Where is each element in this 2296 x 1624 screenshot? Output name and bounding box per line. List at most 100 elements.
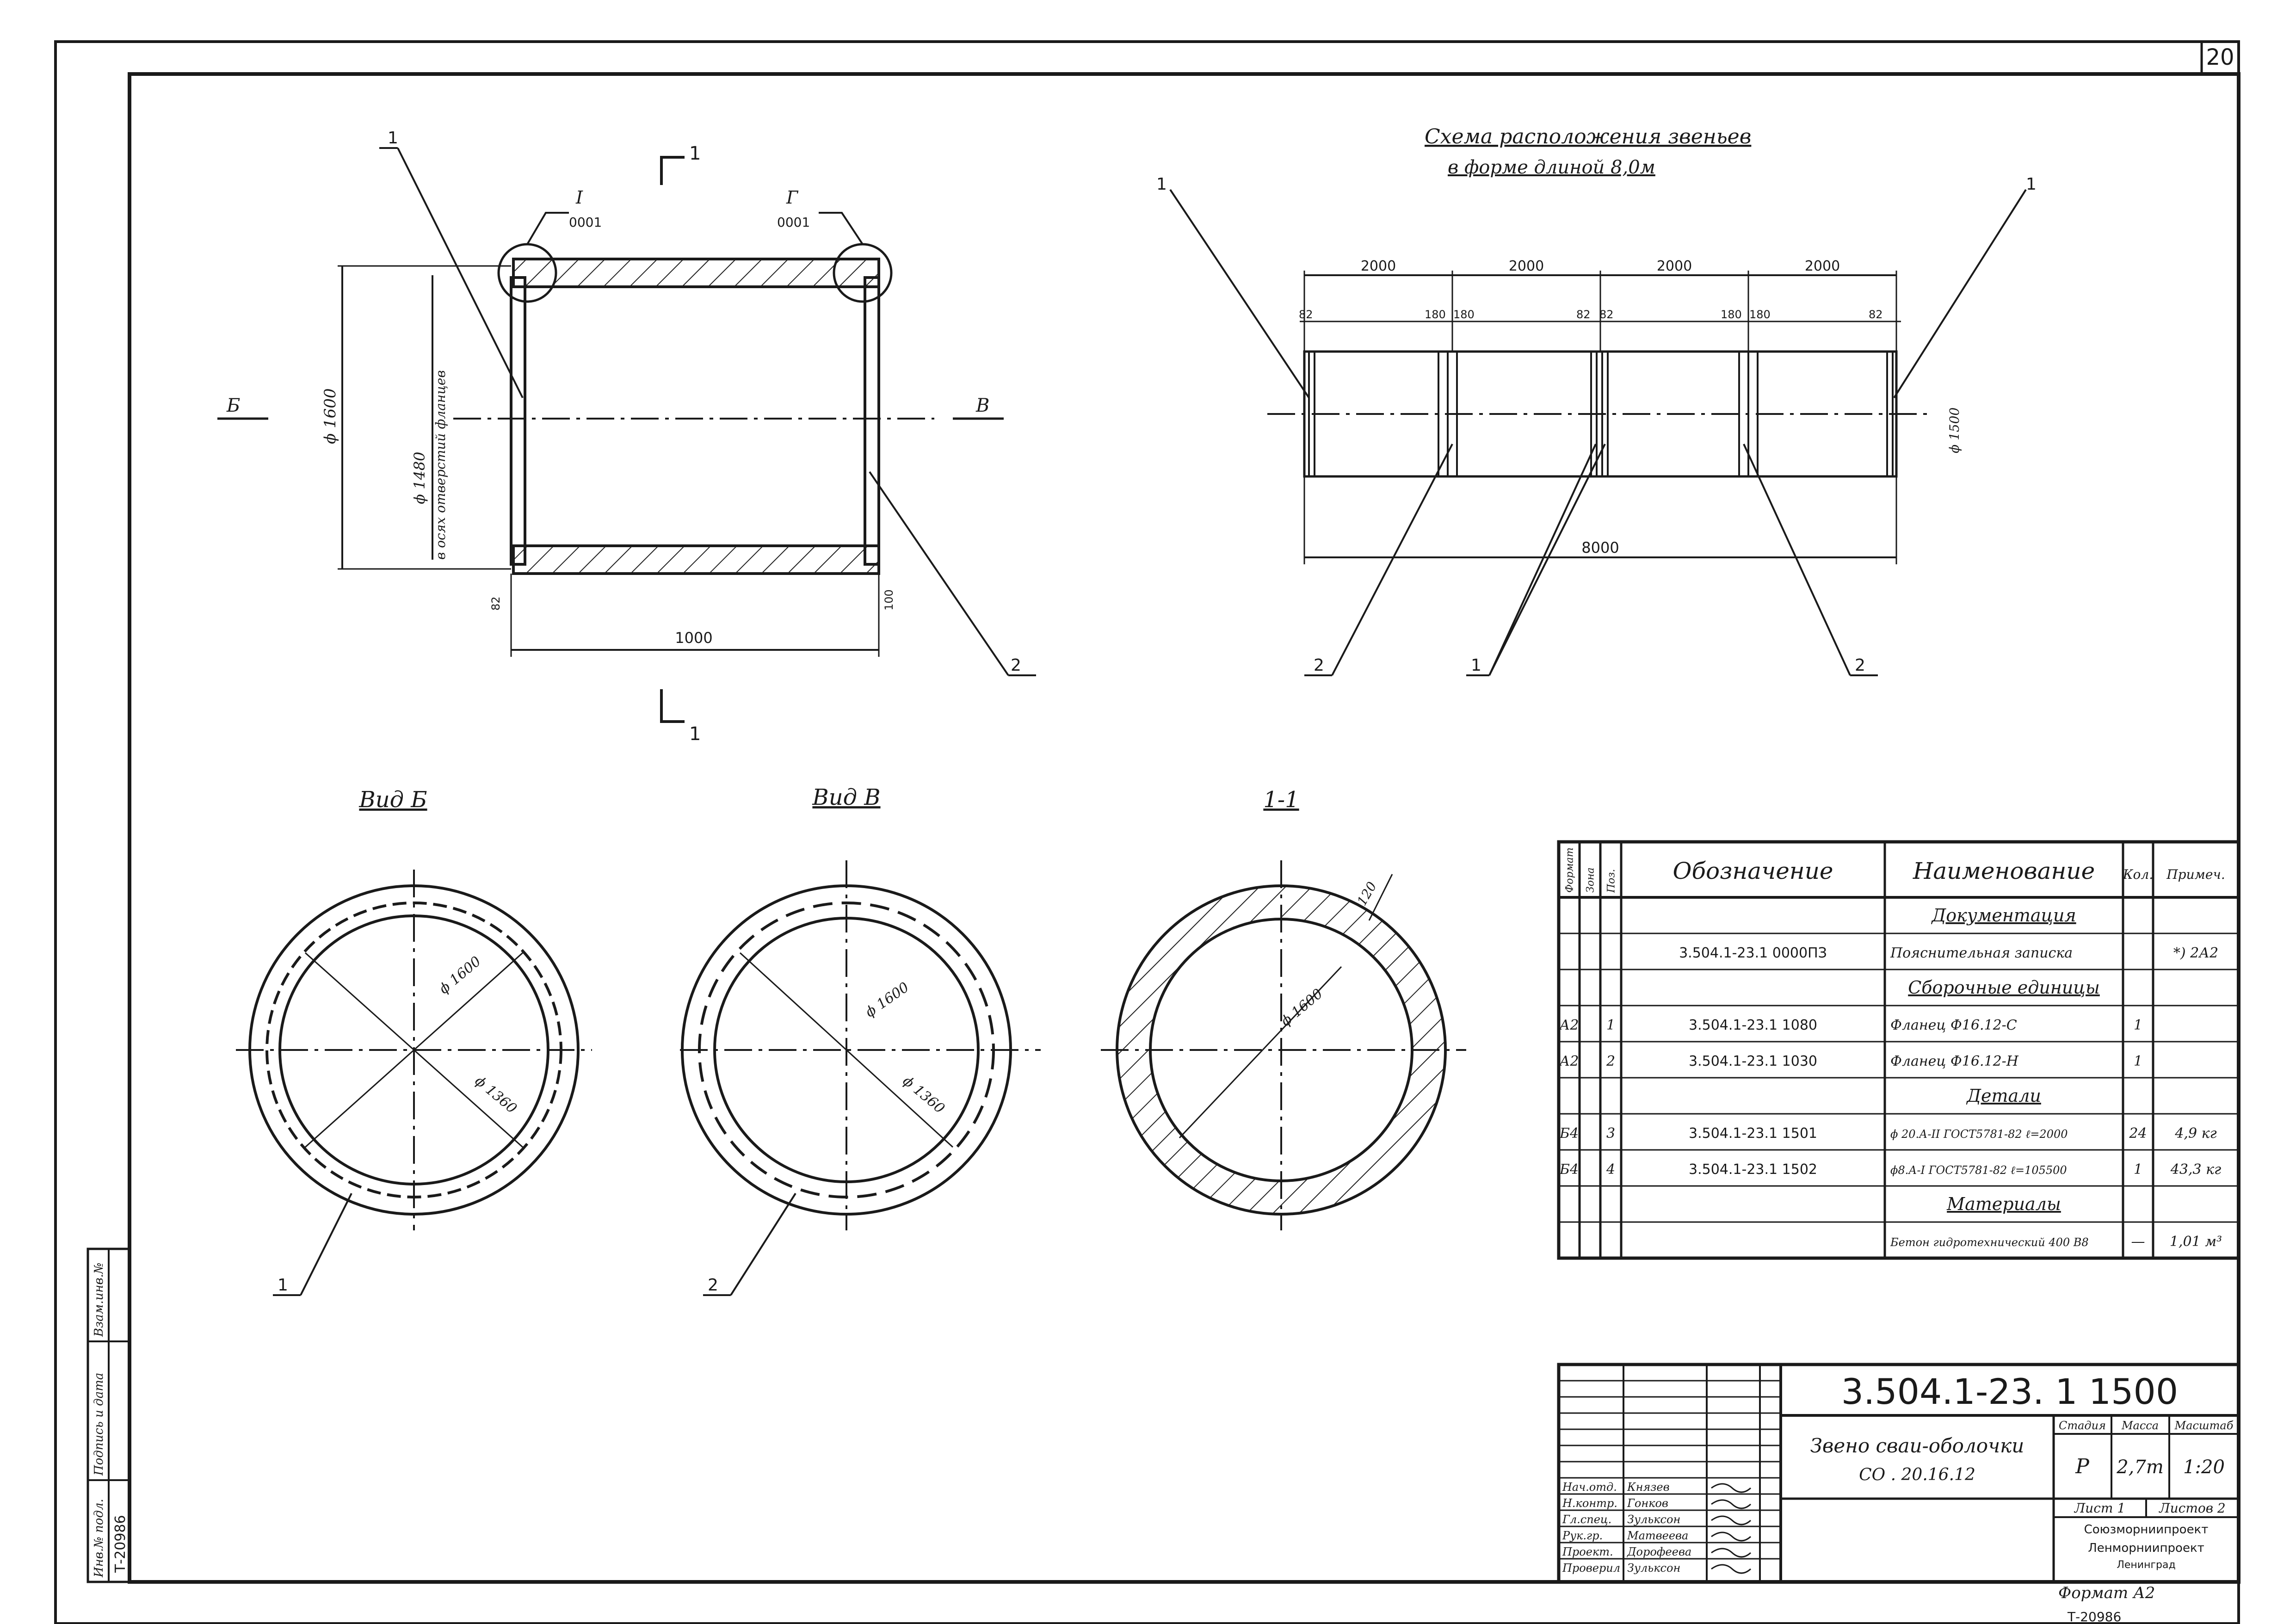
- scheme-small-dim-2: 180: [1425, 308, 1446, 321]
- callout-right-bottom: 0001: [777, 215, 810, 230]
- title-name-1: Звено сваи-оболочки: [1810, 1434, 2024, 1457]
- signer-role: Гл.спец.: [1562, 1513, 1611, 1526]
- inventory-bottom: Т-20986: [2067, 1609, 2121, 1624]
- scheme-title-1: Схема расположения звеньев: [1425, 125, 1751, 148]
- dim-length: 1000: [675, 629, 712, 647]
- view-v-title: Вид В: [812, 784, 880, 810]
- title-org-1: Союзморниипроект: [2084, 1523, 2209, 1537]
- cell-format: Б4: [1559, 1161, 1579, 1178]
- title-org-2: Ленморниипроект: [2088, 1541, 2204, 1555]
- cell-oboz: 3.504.1-23.1 1080: [1689, 1017, 1817, 1033]
- scheme-title-2: в форме длиной 8,0м: [1448, 157, 1655, 178]
- view-v-d-outer: ϕ 1600: [863, 979, 912, 1021]
- cell-qty: 1: [2134, 1017, 2142, 1033]
- view-v-d-inner: ϕ 1360: [900, 1073, 948, 1117]
- stamp-inv-podl: Инв.№ подл.: [92, 1499, 106, 1578]
- title-mass: 2,7т: [2116, 1457, 2164, 1478]
- view-b-d-outer: ϕ 1600: [436, 953, 484, 997]
- flange-left: [510, 276, 526, 566]
- scheme-small-dim-5: 82: [1599, 308, 1614, 321]
- cell-note: *) 2А2: [2173, 945, 2218, 961]
- cell-name: Материалы: [1946, 1194, 2061, 1214]
- scheme-leader-top-2: 1: [2026, 175, 2037, 194]
- scheme-leader-top-1: 1: [1156, 175, 1167, 194]
- cell-oboz: 3.504.1-23.1 1501: [1689, 1125, 1817, 1142]
- table-row: Документация: [1931, 905, 2076, 926]
- callout-right-top: Г: [786, 187, 799, 208]
- title-name-2: СО . 20.16.12: [1859, 1465, 1975, 1484]
- title-org-3: Ленинград: [2117, 1559, 2175, 1571]
- cell-format: А2: [1559, 1017, 1579, 1033]
- cell-name: Фланец Ф16.12-Н: [1890, 1053, 2019, 1069]
- view-arrow-b: Б: [226, 395, 240, 416]
- header-note: Примеч.: [2166, 867, 2225, 882]
- view-v-inner-ring: [713, 917, 980, 1183]
- cell-qty: 1: [2134, 1053, 2142, 1069]
- dim-inner-diameter: ϕ 1480: [411, 452, 428, 504]
- title-scale-label: Масштаб: [2174, 1419, 2234, 1432]
- dim-left-small: 82: [489, 596, 502, 611]
- signature: [1711, 1564, 1752, 1574]
- cell-note: 4,9 кг: [2174, 1125, 2216, 1142]
- view-b-outer-ring: [248, 884, 580, 1216]
- view-b-d-inner: ϕ 1360: [472, 1073, 520, 1117]
- cell-oboz: 3.504.1-23.1 0000ПЗ: [1679, 945, 1827, 961]
- view-v-outer-ring: [681, 884, 1012, 1216]
- signer-name: Дорофеева: [1627, 1545, 1691, 1558]
- cell-name: Сборочные единицы: [1908, 977, 2100, 998]
- cell-oboz: 3.504.1-23.1 1502: [1689, 1161, 1817, 1178]
- section-title: 1-1: [1263, 787, 1299, 813]
- sheet-number-box: [2200, 40, 2240, 75]
- signer-role: Рук.гр.: [1562, 1529, 1603, 1542]
- header-format: Формат: [1564, 847, 1576, 893]
- scheme-diameter: ϕ 1500: [1947, 408, 1962, 453]
- leader-1: 1: [388, 129, 398, 148]
- cell-format: Б4: [1559, 1125, 1579, 1142]
- signer-role: Проект.: [1562, 1545, 1613, 1558]
- scheme-small-dim-6: 180: [1721, 308, 1742, 321]
- section-mark-bottom: 1: [689, 723, 701, 745]
- section-concrete-ring: [1118, 887, 1444, 1213]
- view-arrow-v: В: [975, 395, 989, 416]
- cell-pos: 3: [1606, 1125, 1615, 1142]
- dim-right-small: 100: [883, 589, 895, 611]
- format-label: Формат А2: [2058, 1584, 2155, 1602]
- cell-qty: 1: [2134, 1161, 2142, 1178]
- cell-name: Бетон гидротехнический 400 В8: [1890, 1236, 2089, 1249]
- title-stage-label: Стадия: [2059, 1419, 2106, 1432]
- section-d-outer: ϕ 1600: [1278, 986, 1326, 1030]
- header-name: Наименование: [1913, 858, 2095, 884]
- scheme-total-dim: 8000: [1581, 539, 1619, 556]
- inner-frame: [128, 72, 2240, 1584]
- scheme-small-dim-3: 180: [1453, 308, 1475, 321]
- signers: Нач.отд.КнязевН.контр.ГонковГл.спец.Зуль…: [1562, 1481, 1752, 1575]
- view-b-title: Вид Б: [358, 787, 427, 813]
- signer-role: Нач.отд.: [1562, 1481, 1617, 1494]
- cell-name: Детали: [1966, 1086, 2041, 1106]
- cell-name: Документация: [1931, 905, 2076, 926]
- signer-name: Гонков: [1627, 1497, 1668, 1510]
- scheme-leader-bottom-3: 2: [1855, 656, 1865, 675]
- header-oboz: Обозначение: [1673, 858, 1833, 884]
- table-row: Детали: [1966, 1086, 2041, 1106]
- signature: [1711, 1515, 1752, 1525]
- scheme-leader-bottom-1: 2: [1314, 656, 1324, 675]
- view-b: Вид Б ϕ 1600 ϕ 1360 1: [236, 787, 592, 1296]
- stamp-number: Т-20986: [112, 1515, 129, 1573]
- title-block: 3.504.1-23. 1 1500 Звено сваи-оболочки С…: [1557, 1363, 2240, 1584]
- signature: [1711, 1499, 1752, 1509]
- scheme-seg-dim-1: 2000: [1361, 258, 1396, 274]
- main-view: 1 1 I 0001 Г 0001 ϕ 1600 ϕ 1480 в осях о…: [217, 129, 1036, 745]
- cell-note: 1,01 м³: [2170, 1234, 2222, 1250]
- callout-left-bottom: 0001: [569, 215, 602, 230]
- scheme-small-dim-8: 82: [1869, 308, 1883, 321]
- view-v-leader: 2: [708, 1276, 718, 1295]
- scheme-seg-dim-2: 2000: [1509, 258, 1544, 274]
- scheme-small-dim-1: 82: [1299, 308, 1313, 321]
